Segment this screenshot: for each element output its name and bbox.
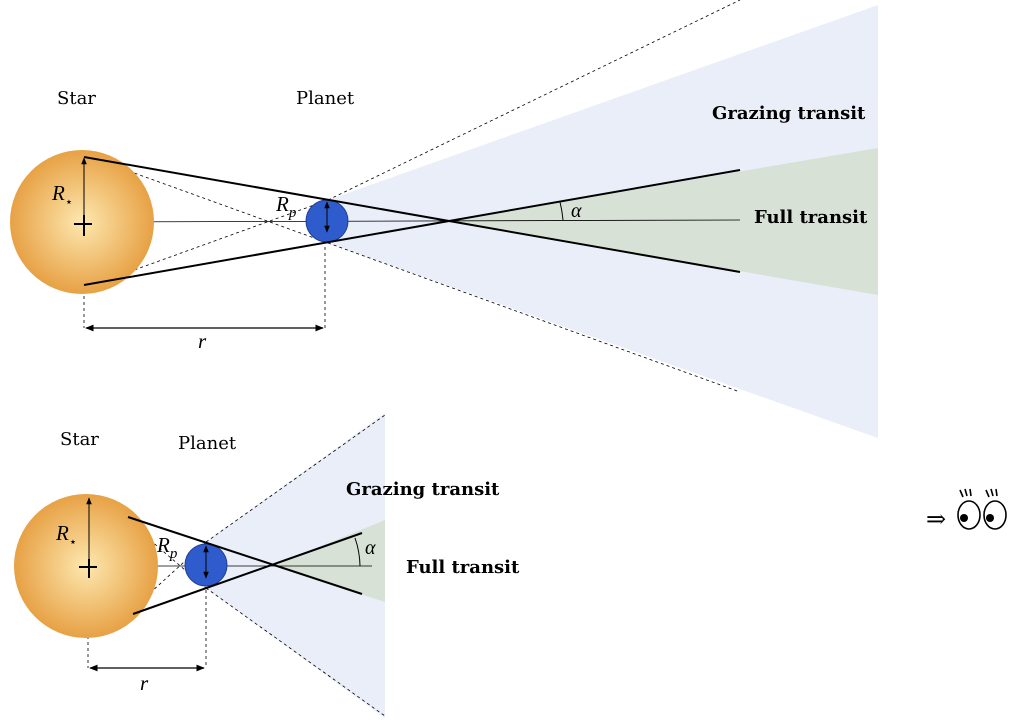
bottom-star-radius-label: R⋆	[55, 521, 77, 549]
bottom-tangent-lines	[127, 516, 363, 615]
implies-arrow: ⇒	[926, 505, 946, 533]
top-axis-line	[83, 219, 741, 223]
top-full-zone	[450, 148, 878, 295]
bottom-distance-label: r	[140, 671, 149, 695]
top-star-label: Star	[57, 88, 96, 109]
top-planet-radius-label: Rp	[275, 192, 297, 221]
top-angle-arc	[559, 201, 564, 221]
bottom-diagram: Star Planet Grazing transit Full transit…	[14, 413, 520, 718]
bottom-angle-arc	[354, 537, 361, 567]
bottom-grazing-label: Grazing transit	[346, 479, 500, 500]
top-grazing-label: Grazing transit	[712, 103, 866, 124]
bottom-angle-label: α	[365, 537, 376, 559]
bottom-full-label: Full transit	[406, 557, 520, 578]
top-planet-label: Planet	[296, 88, 355, 109]
implies-eyes: ⇒	[926, 488, 1007, 533]
bottom-full-zone	[272, 520, 385, 602]
top-diagram: Star Planet Grazing transit Full transit…	[10, 0, 878, 438]
bottom-star-label: Star	[60, 429, 99, 450]
eyes-icon	[957, 488, 1007, 530]
bottom-planet-label: Planet	[178, 433, 237, 454]
top-tangent-lines	[83, 156, 741, 286]
top-dashed-lines	[83, 0, 741, 393]
top-angle-label: α	[571, 200, 582, 222]
top-full-label: Full transit	[754, 207, 868, 228]
top-star-radius-label: R⋆	[51, 181, 73, 209]
bottom-planet-radius-label: Rp	[156, 533, 178, 562]
top-distance-label: r	[198, 329, 207, 353]
top-star	[10, 150, 154, 294]
